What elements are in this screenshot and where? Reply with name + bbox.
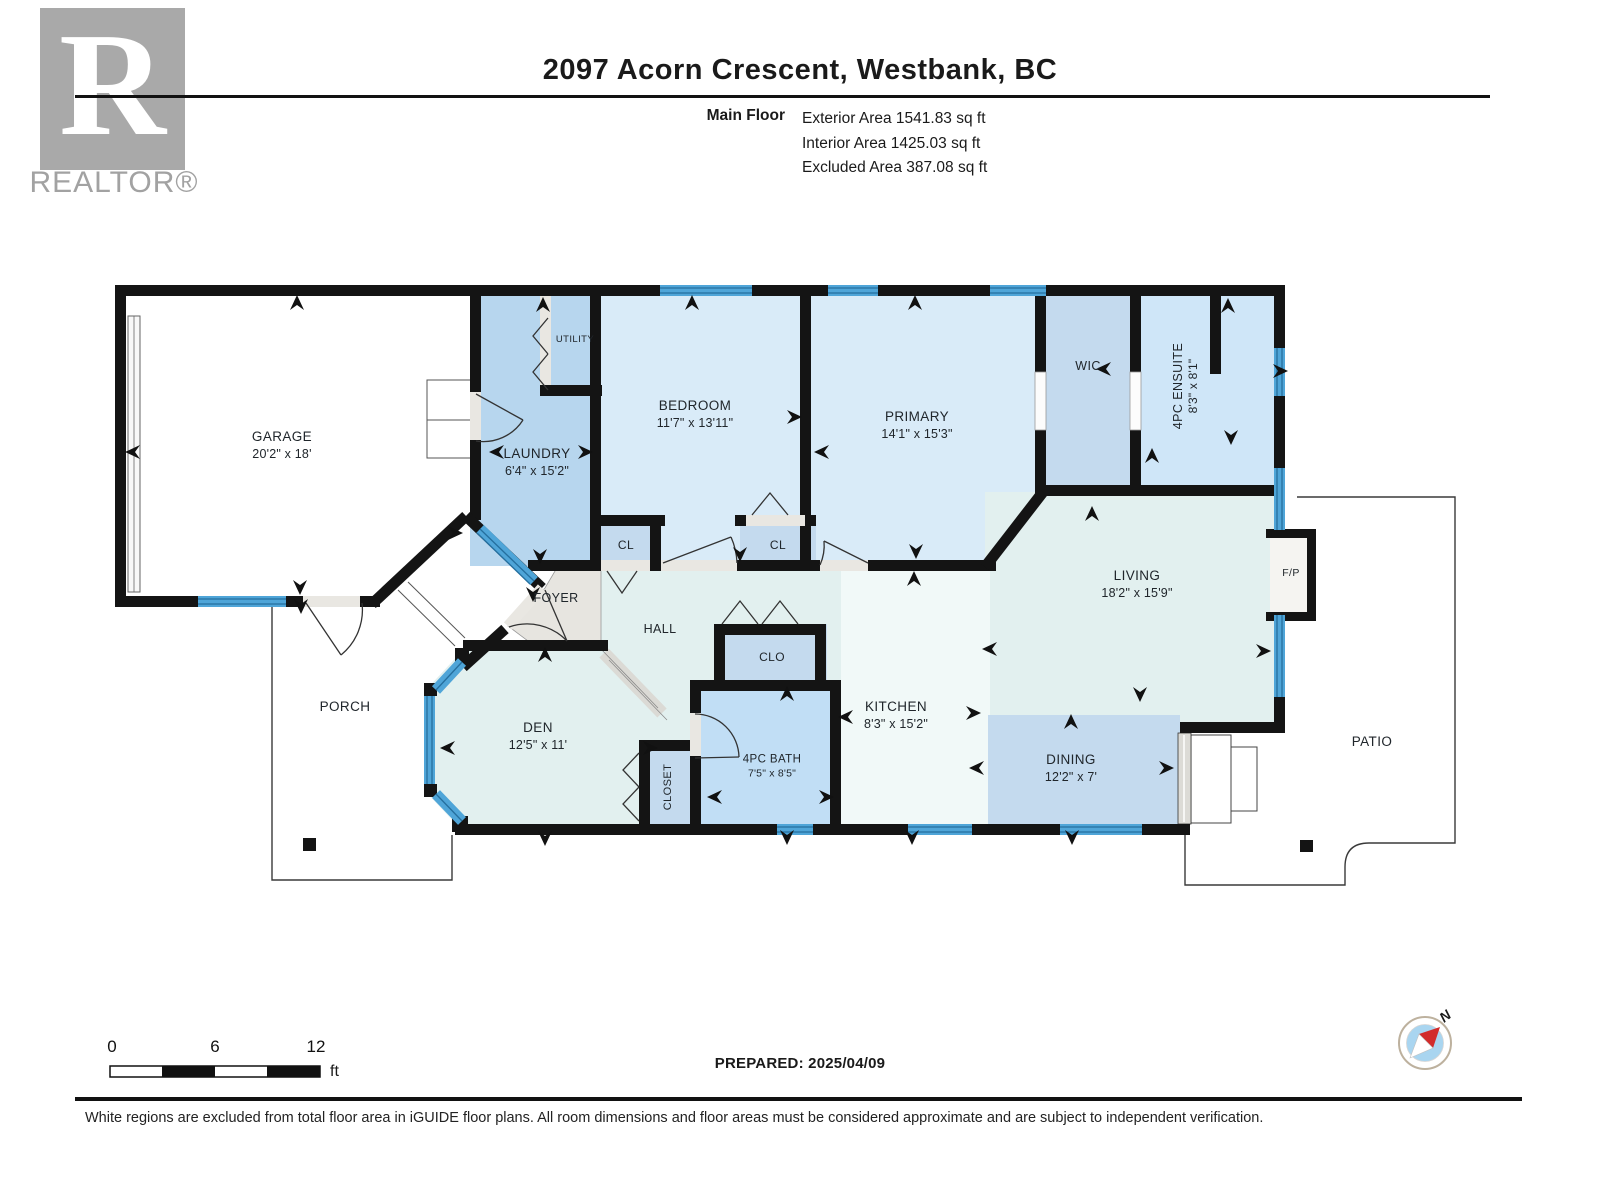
floor-label: Main Floor	[706, 107, 785, 124]
room-label-cl-left: CL	[618, 538, 634, 554]
room-name: FOYER	[533, 590, 579, 605]
realtor-logo-letter: R	[59, 3, 166, 167]
realtor-logo: R	[40, 8, 185, 170]
scale-unit: ft	[330, 1063, 339, 1080]
windows	[198, 285, 1285, 835]
room-name: WIC	[1075, 358, 1101, 373]
room-dimensions: 7'5" x 8'5"	[747, 767, 797, 780]
room-name: PATIO	[1351, 734, 1393, 750]
room-name: BEDROOM	[658, 398, 732, 414]
room-name: UTILITY	[555, 333, 595, 345]
prepared-date: PREPARED: 2025/04/09	[714, 1055, 886, 1072]
room-label-porch: PORCH	[320, 698, 371, 716]
compass-icon	[1398, 1016, 1452, 1070]
disclaimer-text: White regions are excluded from total fl…	[85, 1110, 1264, 1126]
room-name: 4PC BATH	[742, 753, 802, 766]
room-dimensions: 20'2" x 18'	[252, 446, 312, 461]
room-name: CLOSET	[661, 763, 674, 811]
excluded-area: Excluded Area 387.08 sq ft	[802, 159, 988, 176]
room-dimensions: 8'3" x 15'2"	[863, 716, 929, 731]
room-label-clo: CLO	[759, 650, 785, 666]
room-label-foyer: FOYER	[533, 590, 578, 606]
room-name: DEN	[523, 720, 553, 736]
room-dimensions: 14'1" x 15'3"	[881, 426, 953, 441]
room-name: GARAGE	[251, 429, 313, 445]
room-label-closet: CLOSET	[661, 764, 675, 810]
realtor-logo-word: REALTOR®	[29, 166, 199, 199]
scale-tick-0: 0	[107, 1037, 117, 1056]
scale-tick-6: 6	[210, 1037, 220, 1056]
footer-divider	[75, 1097, 1522, 1101]
room-label-hall: HALL	[644, 621, 677, 637]
area-stats: Exterior Area 1541.83 sq ft Interior Are…	[802, 107, 987, 181]
room-name: F/P	[1282, 567, 1300, 580]
direction-arrows	[125, 295, 1288, 846]
room-name: KITCHEN	[864, 699, 928, 715]
room-name: PORCH	[319, 699, 371, 715]
room-dimensions: 8'3" x 8'1"	[1186, 358, 1201, 414]
room-label-cl-right: CL	[770, 538, 786, 554]
exterior-area: Exterior Area 1541.83 sq ft	[802, 110, 986, 127]
room-label-patio: PATIO	[1352, 733, 1393, 751]
outdoor-regions	[271, 496, 1456, 886]
room-dimensions: 18'2" x 15'9"	[1101, 585, 1173, 600]
room-label-utility: UTILITY	[556, 334, 594, 346]
scale-tick-12: 12	[306, 1037, 326, 1056]
fireplace-niche	[1266, 529, 1316, 621]
room-name: 4PC ENSUITE	[1171, 342, 1186, 430]
room-name: CL	[769, 538, 787, 553]
room-name: HALL	[643, 621, 677, 636]
room-dimensions: 12'2" x 7'	[1044, 769, 1098, 784]
room-label-fireplace: F/P	[1282, 567, 1300, 581]
room-name: LIVING	[1113, 568, 1161, 584]
interior-area: Interior Area 1425.03 sq ft	[802, 134, 981, 152]
page-title: 2097 Acorn Crescent, Westbank, BC	[542, 54, 1058, 86]
header-divider	[75, 95, 1490, 98]
room-name: LAUNDRY	[503, 446, 571, 462]
room-name: CL	[617, 538, 635, 553]
room-name: CLO	[759, 650, 785, 665]
room-name: DINING	[1046, 752, 1096, 768]
room-label-wic: WIC	[1075, 358, 1101, 374]
room-dimensions: 12'5" x 11'	[508, 737, 568, 752]
scale-bar	[109, 1065, 321, 1078]
room-dimensions: 11'7" x 13'11"	[656, 415, 734, 430]
room-dimensions: 6'4" x 15'2"	[504, 463, 570, 478]
room-name: PRIMARY	[884, 409, 950, 425]
